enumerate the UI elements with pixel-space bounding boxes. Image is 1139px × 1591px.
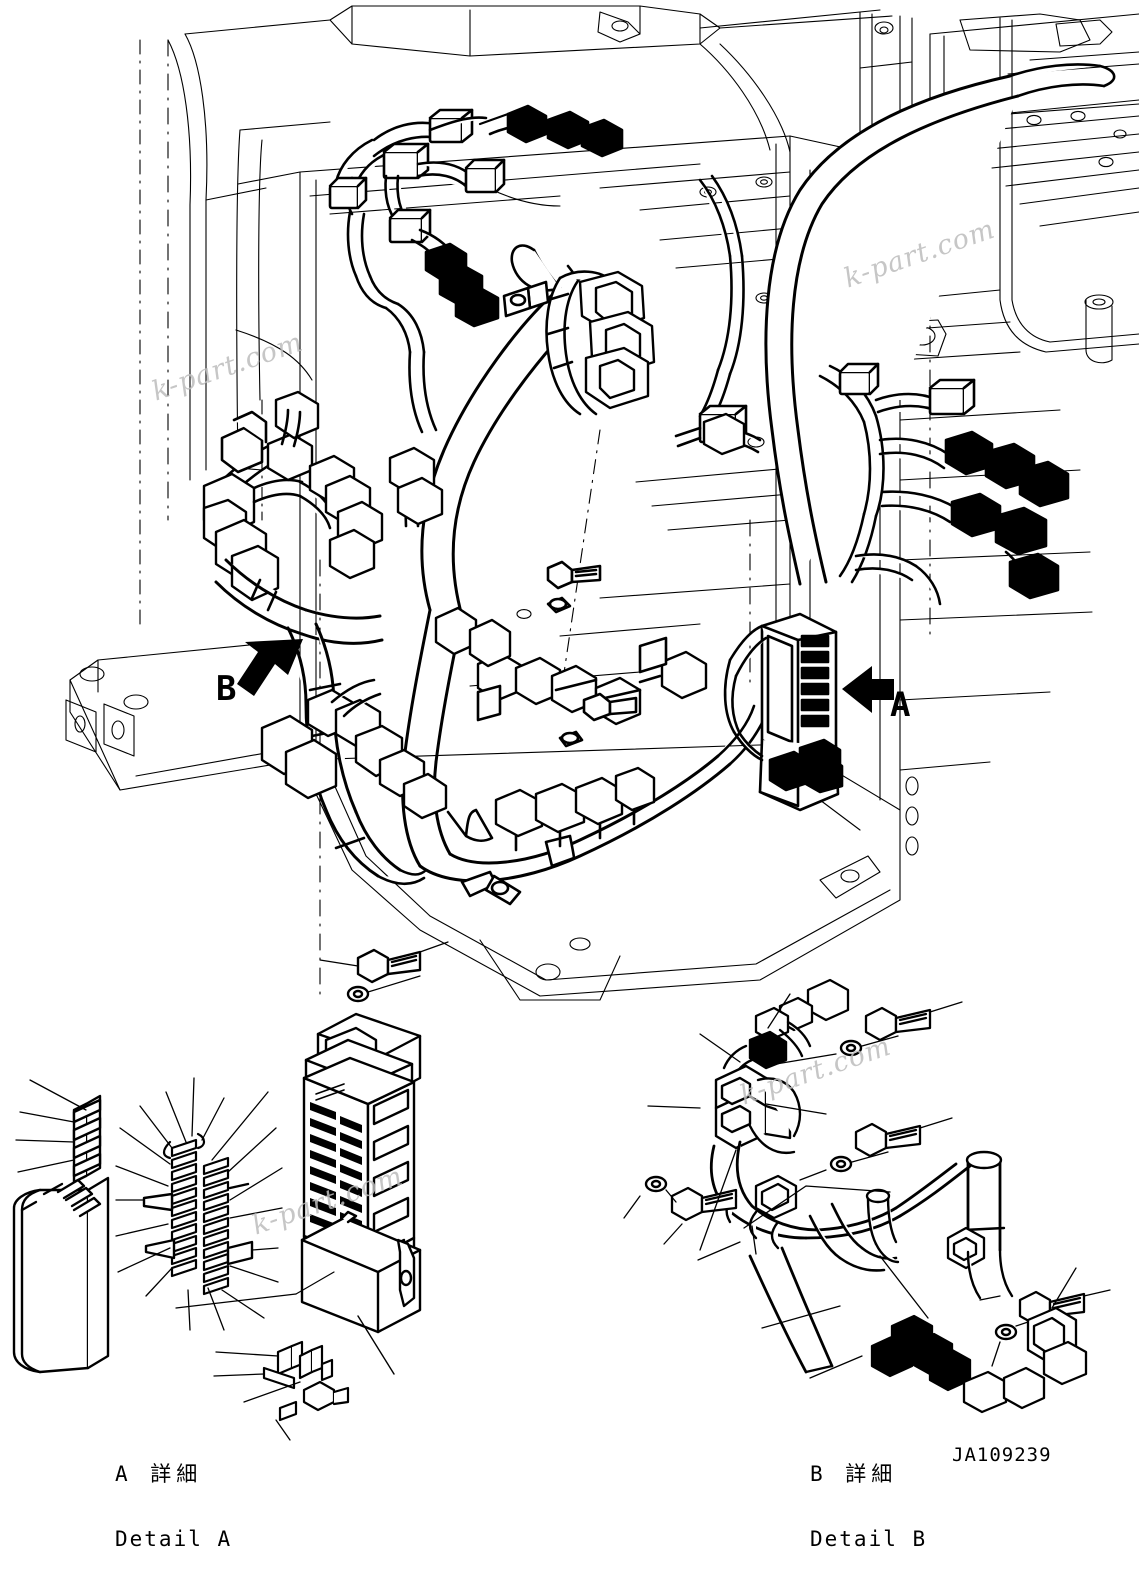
parts-diagram-sheet: B A A 詳細 Detail A B 詳細 Detail B JA109239… (12, 5, 1139, 1551)
detail-b-label-jp: B 詳細 (810, 1462, 898, 1487)
callout-label-a: A (890, 685, 911, 725)
drawing-number: JA109239 (952, 1444, 1052, 1466)
detail-b-view (623, 978, 1111, 1414)
callout-arrow-layer (237, 639, 894, 713)
detail-b-label-en: Detail B (810, 1526, 928, 1551)
callout-label-b: B (216, 669, 237, 709)
callout-arrow-b (237, 639, 303, 696)
detail-a-label-jp: A 詳細 (115, 1462, 203, 1487)
detail-a-view (12, 941, 449, 1441)
callout-arrow-a (842, 666, 894, 713)
wiring-harness-layer (202, 63, 1116, 906)
detail-a-label: A 詳細 Detail A (115, 1423, 232, 1591)
detail-a-label-en: Detail A (115, 1526, 233, 1551)
detail-b-label: B 詳細 Detail B (810, 1423, 927, 1591)
